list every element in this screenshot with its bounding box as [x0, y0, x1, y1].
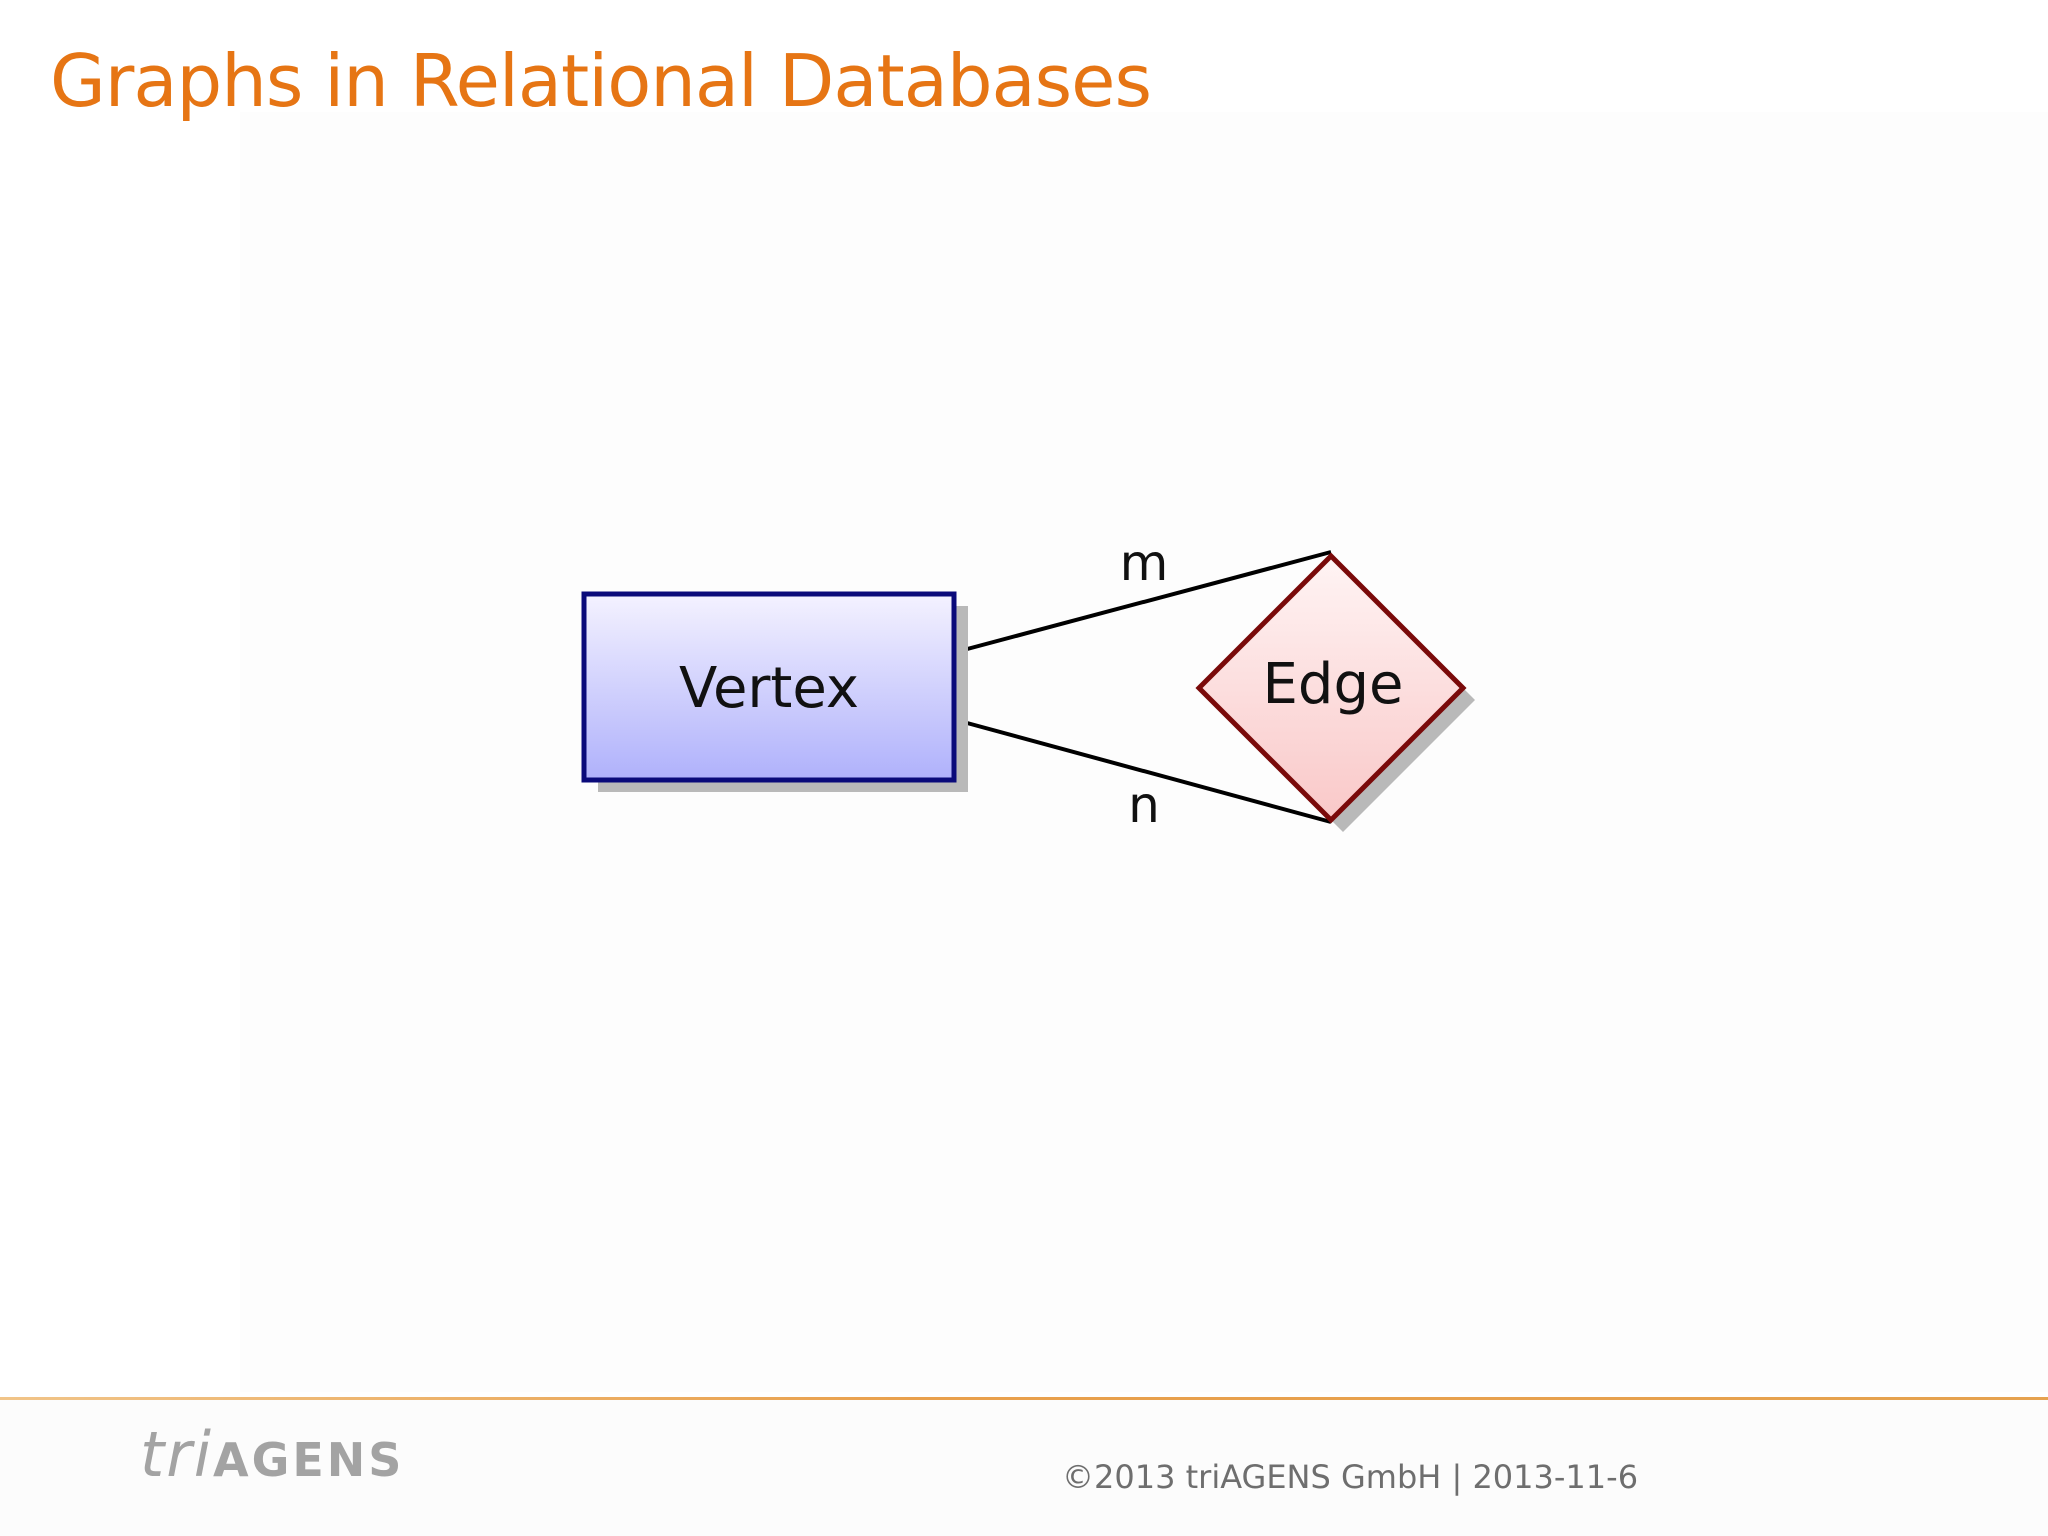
edge-relationship-diamond [1195, 552, 1467, 824]
vertex-entity-box [581, 591, 957, 783]
footer-divider [0, 1397, 2048, 1400]
footer [0, 1400, 2048, 1536]
relation-line-n [955, 718, 1332, 824]
edge-label: Edge [1263, 652, 1404, 717]
cardinality-m-label: m [1120, 534, 1169, 592]
logo-tri-text: tri [140, 1418, 214, 1491]
triagens-logo: triAGENS [140, 1420, 404, 1490]
footer-copyright: ©2013 triAGENS GmbH | 2013-11-6 [1062, 1458, 1639, 1496]
cardinality-n-label: n [1128, 776, 1160, 834]
slide-title: Graphs in Relational Databases [50, 39, 1152, 123]
vertex-label: Vertex [679, 656, 859, 721]
content-area [240, 112, 2048, 1392]
relation-line-m [955, 550, 1332, 654]
logo-agens-text: AGENS [213, 1433, 405, 1487]
